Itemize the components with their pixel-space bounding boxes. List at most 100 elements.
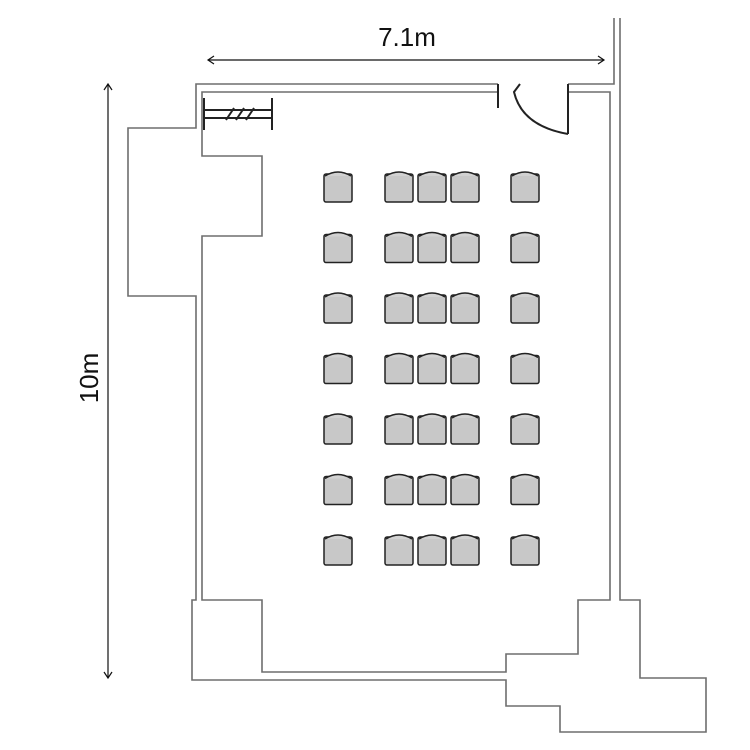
seat-back <box>451 473 479 480</box>
seat-cushion <box>417 475 447 506</box>
seat-back <box>385 473 413 480</box>
seat <box>450 534 480 566</box>
seat-cushion <box>384 233 414 264</box>
seat <box>450 171 480 203</box>
seat <box>384 473 414 506</box>
seat-back <box>511 231 539 238</box>
seat-cushion <box>384 354 414 385</box>
seat-cushion <box>450 415 480 445</box>
seat <box>510 473 540 506</box>
seat <box>323 413 353 445</box>
width-dimension: 7.1m <box>206 22 606 65</box>
seat-back <box>418 534 446 540</box>
seat <box>417 473 447 506</box>
seat-back <box>324 534 352 540</box>
seat <box>323 352 353 385</box>
seat-cushion <box>384 536 414 566</box>
height-dimension-bottom-arrow <box>103 671 113 680</box>
seat-cushion <box>450 475 480 506</box>
seat <box>417 413 447 445</box>
seat-back <box>511 171 539 177</box>
seat <box>510 534 540 566</box>
seat-cushion <box>510 354 540 385</box>
seat-cushion <box>450 354 480 385</box>
seat <box>450 413 480 445</box>
seat-cushion <box>510 415 540 445</box>
seat-back <box>385 413 413 419</box>
seat-cushion <box>510 475 540 506</box>
width-dimension-label: 7.1m <box>378 22 436 52</box>
seat-cushion <box>323 354 353 385</box>
seat-cushion <box>323 536 353 566</box>
seat-back <box>385 171 413 177</box>
seat <box>323 473 353 506</box>
seat <box>323 171 353 203</box>
seat <box>384 171 414 203</box>
seat-cushion <box>450 173 480 203</box>
seat-back <box>324 473 352 480</box>
seat-cushion <box>450 536 480 566</box>
seat-cushion <box>384 294 414 324</box>
seat-cushion <box>417 173 447 203</box>
seat <box>417 534 447 566</box>
seat-cushion <box>384 173 414 203</box>
seat-cushion <box>510 173 540 203</box>
seat <box>510 231 540 264</box>
seat-cushion <box>384 415 414 445</box>
seat <box>450 231 480 264</box>
seat-back <box>511 534 539 540</box>
seat-back <box>385 231 413 238</box>
seat <box>417 171 447 203</box>
seat-back <box>418 473 446 480</box>
seat-back <box>385 352 413 359</box>
seat-back <box>511 352 539 359</box>
seat <box>323 292 353 324</box>
seat-back <box>324 292 352 298</box>
seat <box>510 171 540 203</box>
seat-back <box>418 231 446 238</box>
seat-cushion <box>417 536 447 566</box>
rack-hatch-1 <box>225 107 235 121</box>
seat <box>510 292 540 324</box>
width-dimension-left-arrow <box>206 55 215 65</box>
seat <box>384 292 414 324</box>
seating-area <box>323 171 540 566</box>
seat-back <box>418 171 446 177</box>
seat-back <box>324 413 352 419</box>
seat <box>417 231 447 264</box>
seat-cushion <box>417 415 447 445</box>
seat <box>323 534 353 566</box>
seat-back <box>451 171 479 177</box>
outer-wall <box>127 18 707 733</box>
seat-back <box>511 413 539 419</box>
seat <box>450 352 480 385</box>
rack-hatch-3 <box>245 107 255 121</box>
seat-cushion <box>323 173 353 203</box>
seat-back <box>418 292 446 298</box>
inner-wall <box>201 91 611 673</box>
seat-back <box>324 352 352 359</box>
door-swing-arc <box>512 83 569 135</box>
seat <box>384 352 414 385</box>
entrance-door <box>497 83 569 135</box>
seat-back <box>385 534 413 540</box>
seat-cushion <box>417 233 447 264</box>
seat-cushion <box>384 475 414 506</box>
seat <box>323 231 353 264</box>
seat <box>417 292 447 324</box>
rack-hatch-2 <box>235 107 245 121</box>
seat-cushion <box>450 294 480 324</box>
seat-cushion <box>417 354 447 385</box>
height-dimension-top-arrow <box>103 82 113 91</box>
seat-back <box>451 292 479 298</box>
seat-cushion <box>450 233 480 264</box>
seat-back <box>418 413 446 419</box>
seat-back <box>511 292 539 298</box>
seat <box>450 473 480 506</box>
seat-cushion <box>323 475 353 506</box>
seat <box>417 352 447 385</box>
width-dimension-right-arrow <box>597 55 606 65</box>
seat-back <box>451 352 479 359</box>
seat-back <box>385 292 413 298</box>
